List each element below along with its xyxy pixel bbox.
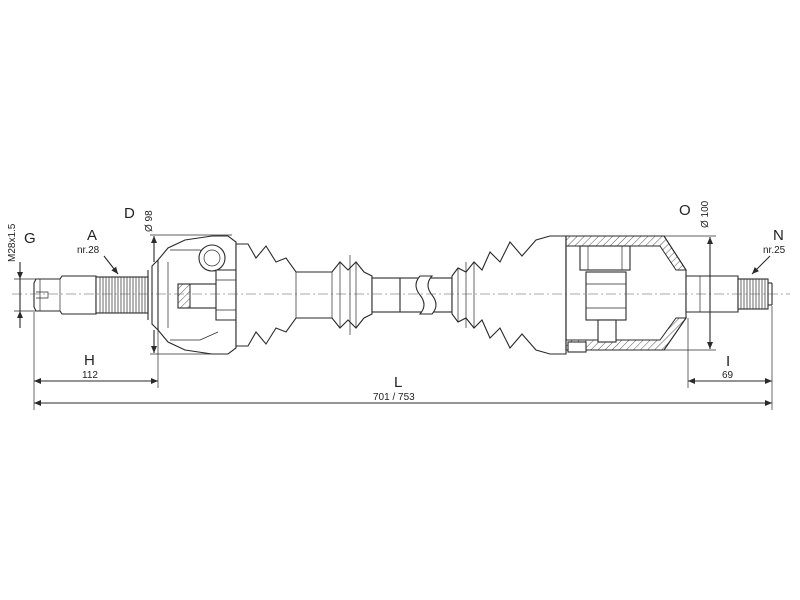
dimension-h: H 112 <box>33 312 159 388</box>
dimension-i-value: 69 <box>722 370 734 381</box>
label-n: N <box>773 227 784 244</box>
outer-joint-diameter: D Ø 98 <box>124 205 232 355</box>
inner-boot <box>451 235 567 355</box>
spline-a-callout: A nr.28 <box>77 227 119 275</box>
spline-n-teeth: nr.25 <box>763 245 786 256</box>
label-d: D <box>124 205 135 222</box>
inner-joint-diameter: O Ø 100 <box>664 200 716 351</box>
dimension-h-value: 112 <box>82 370 98 381</box>
label-g: G <box>24 230 36 247</box>
dimension-l: L 701 / 753 <box>33 306 773 410</box>
spline-n-callout: N nr.25 <box>751 227 786 275</box>
dimension-i: I 69 <box>687 318 772 388</box>
label-l: L <box>394 374 402 391</box>
left-stub-shaft <box>33 275 97 315</box>
outer-cv-joint <box>151 235 237 355</box>
dimension-l-value: 701 / 753 <box>373 392 415 403</box>
outer-boot <box>235 243 373 347</box>
label-h: H <box>84 352 95 369</box>
outer-joint-diameter-value: Ø 98 <box>144 210 155 232</box>
label-a: A <box>87 227 97 244</box>
thread-dimension: G M28x1.5 <box>7 223 36 328</box>
label-o: O <box>679 202 691 219</box>
spline-a-teeth: nr.28 <box>77 245 100 256</box>
inner-joint-diameter-value: Ø 100 <box>700 200 711 228</box>
left-spline-section <box>95 270 149 320</box>
label-i: I <box>726 353 730 370</box>
thread-spec: M28x1.5 <box>7 223 18 262</box>
